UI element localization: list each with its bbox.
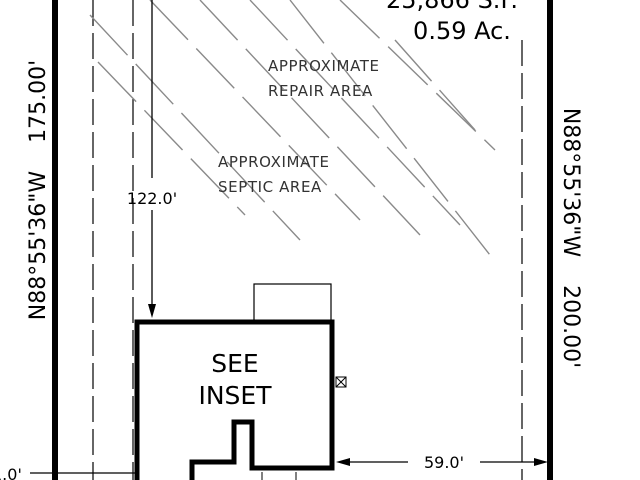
vertical-setback-label: 122.0' [127,189,177,208]
east-bearing-label: N88°55'36"W 200.00' [558,108,583,368]
east-distance: 200.00' [558,285,583,368]
east-bearing: N88°55'36"W [558,108,583,258]
vertical-setback-dimension [148,0,156,318]
drainfield-hatching [89,0,496,256]
septic-area-label-line2: SEPTIC AREA [218,178,322,196]
west-distance: 175.00' [26,60,51,143]
lot-area-acres: 0.59 Ac. [413,17,511,45]
septic-area-label-line1: APPROXIMATE [218,153,330,171]
bottom-left-dimension-label: 1.0' [0,465,22,480]
lot-area-sf: 25,866 S.F. [386,0,518,14]
side-setback-label: 59.0' [424,453,464,472]
utility-box-icon [335,376,347,388]
west-bearing-label: N88°55'36"W 175.00' [26,60,51,320]
arrowhead-down [148,304,156,318]
arrowhead-right [534,458,548,466]
arrowhead-left [336,458,350,466]
house-label-line1: SEE [211,349,258,378]
west-bearing: N88°55'36"W [26,171,51,321]
house-outline [134,319,335,480]
side-setback-dimension [336,458,548,466]
house-label-line2: INSET [198,381,272,410]
repair-area-label-line2: REPAIR AREA [268,82,373,100]
deck-outline [253,283,332,323]
repair-area-label-line1: APPROXIMATE [268,57,380,75]
